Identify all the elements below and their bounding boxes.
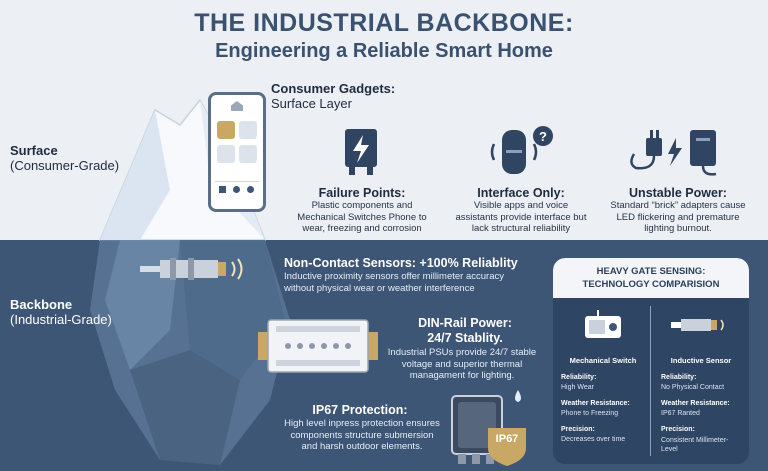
- surface-title: Surface: [10, 143, 58, 158]
- sensors-text: Inductive proximity sensors offer millim…: [284, 271, 504, 294]
- smart-speaker-icon: ?: [490, 126, 553, 174]
- mic-tile-icon: [239, 145, 257, 163]
- page-title: THE INDUSTRIAL BACKBONE:: [194, 9, 574, 37]
- dinrail-title: DIN-Rail Power:: [418, 316, 512, 330]
- feature-title: Failure Points:: [318, 186, 406, 200]
- feature-text: Visible apps and voice assistants provid…: [455, 200, 587, 234]
- comparison-panel: HEAVY GATE SENSING: TECHNOLOGY COMPARISI…: [553, 258, 749, 464]
- power-adapter-icon: [630, 130, 717, 176]
- comparison-heading-2: TECHNOLOGY COMPARISION: [582, 279, 720, 290]
- surface-subtitle: (Consumer-Grade): [10, 158, 120, 173]
- row-right-value: Consistent Millimeter-Level: [661, 437, 729, 453]
- column-divider: [650, 306, 651, 456]
- feature-text: Standard “brick” adapters cause LED flic…: [610, 200, 746, 234]
- sensors-title: Non-Contact Sensors: +100% Reliablity: [284, 256, 518, 270]
- ip67-badge: IP67: [495, 433, 519, 445]
- feature-interface-only: Interface Only: Visible apps and voice a…: [452, 186, 590, 235]
- comparison-header: HEAVY GATE SENSING: TECHNOLOGY COMPARISI…: [553, 258, 749, 298]
- nav-home-icon: [219, 186, 226, 193]
- dinrail-text: Industrial PSUs provide 24/7 stable volt…: [387, 347, 537, 381]
- speaker-tile-icon: [217, 145, 235, 163]
- row-right-value: No Physical Contact: [661, 384, 725, 391]
- consumer-subheading: Surface Layer: [271, 96, 352, 111]
- din-rail-psu-icon: [258, 319, 378, 373]
- inductive-sensor-small-icon: [671, 319, 724, 331]
- nav-menu-icon: [233, 186, 240, 193]
- thermometer-tile-icon: [239, 121, 257, 139]
- row-label: Precision:: [661, 426, 695, 433]
- row-right-value: IP67 Ranted: [661, 410, 700, 417]
- phone-nav-bar: [215, 181, 259, 195]
- consumer-heading: Consumer Gadgets:: [271, 81, 396, 96]
- dinrail-subtitle: 24/7 Stablity.: [427, 331, 503, 345]
- backbone-title: Backbone: [10, 297, 73, 312]
- power-box-icon: [345, 129, 377, 175]
- feature-title: Interface Only:: [477, 186, 565, 200]
- home-icon: [231, 101, 243, 111]
- feature-text: Plastic components and Mechanical Switch…: [297, 200, 427, 234]
- row-label: Weather Resistance:: [561, 400, 630, 407]
- row-label: Reliability:: [561, 374, 597, 381]
- row-label: Weather Resistance:: [661, 400, 730, 407]
- nav-settings-icon: [247, 186, 254, 193]
- column-left-header: Mechanical Switch: [569, 356, 637, 365]
- bulb-tile-icon: [217, 121, 235, 139]
- feature-unstable-power: Unstable Power: Standard “brick” adapter…: [608, 186, 748, 235]
- row-label: Reliability:: [661, 374, 697, 381]
- inductive-sensor-icon: [140, 258, 243, 280]
- svg-text:?: ?: [539, 129, 547, 144]
- row-left-value: High Wear: [561, 384, 594, 391]
- row-left-value: Decreases over time: [561, 436, 626, 443]
- comparison-heading-1: HEAVY GATE SENSING:: [596, 266, 706, 277]
- column-right-header: Inductive Sensor: [670, 356, 732, 365]
- backbone-subtitle: (Industrial-Grade): [10, 312, 112, 327]
- feature-title: Unstable Power:: [629, 186, 727, 200]
- smartphone-icon: [208, 92, 266, 212]
- row-label: Precision:: [561, 426, 595, 433]
- page-subtitle: Engineering a Reliable Smart Home: [215, 40, 553, 62]
- ip67-enclosure-icon: [451, 390, 526, 466]
- ip67-title: IP67 Protection:: [312, 403, 408, 417]
- row-left-value: Phone to Freezing: [561, 410, 619, 417]
- ip67-text: High level inpress protection ensures co…: [284, 418, 440, 452]
- mechanical-switch-icon: [585, 310, 621, 338]
- feature-failure-points: Failure Points: Plastic components and M…: [292, 186, 432, 235]
